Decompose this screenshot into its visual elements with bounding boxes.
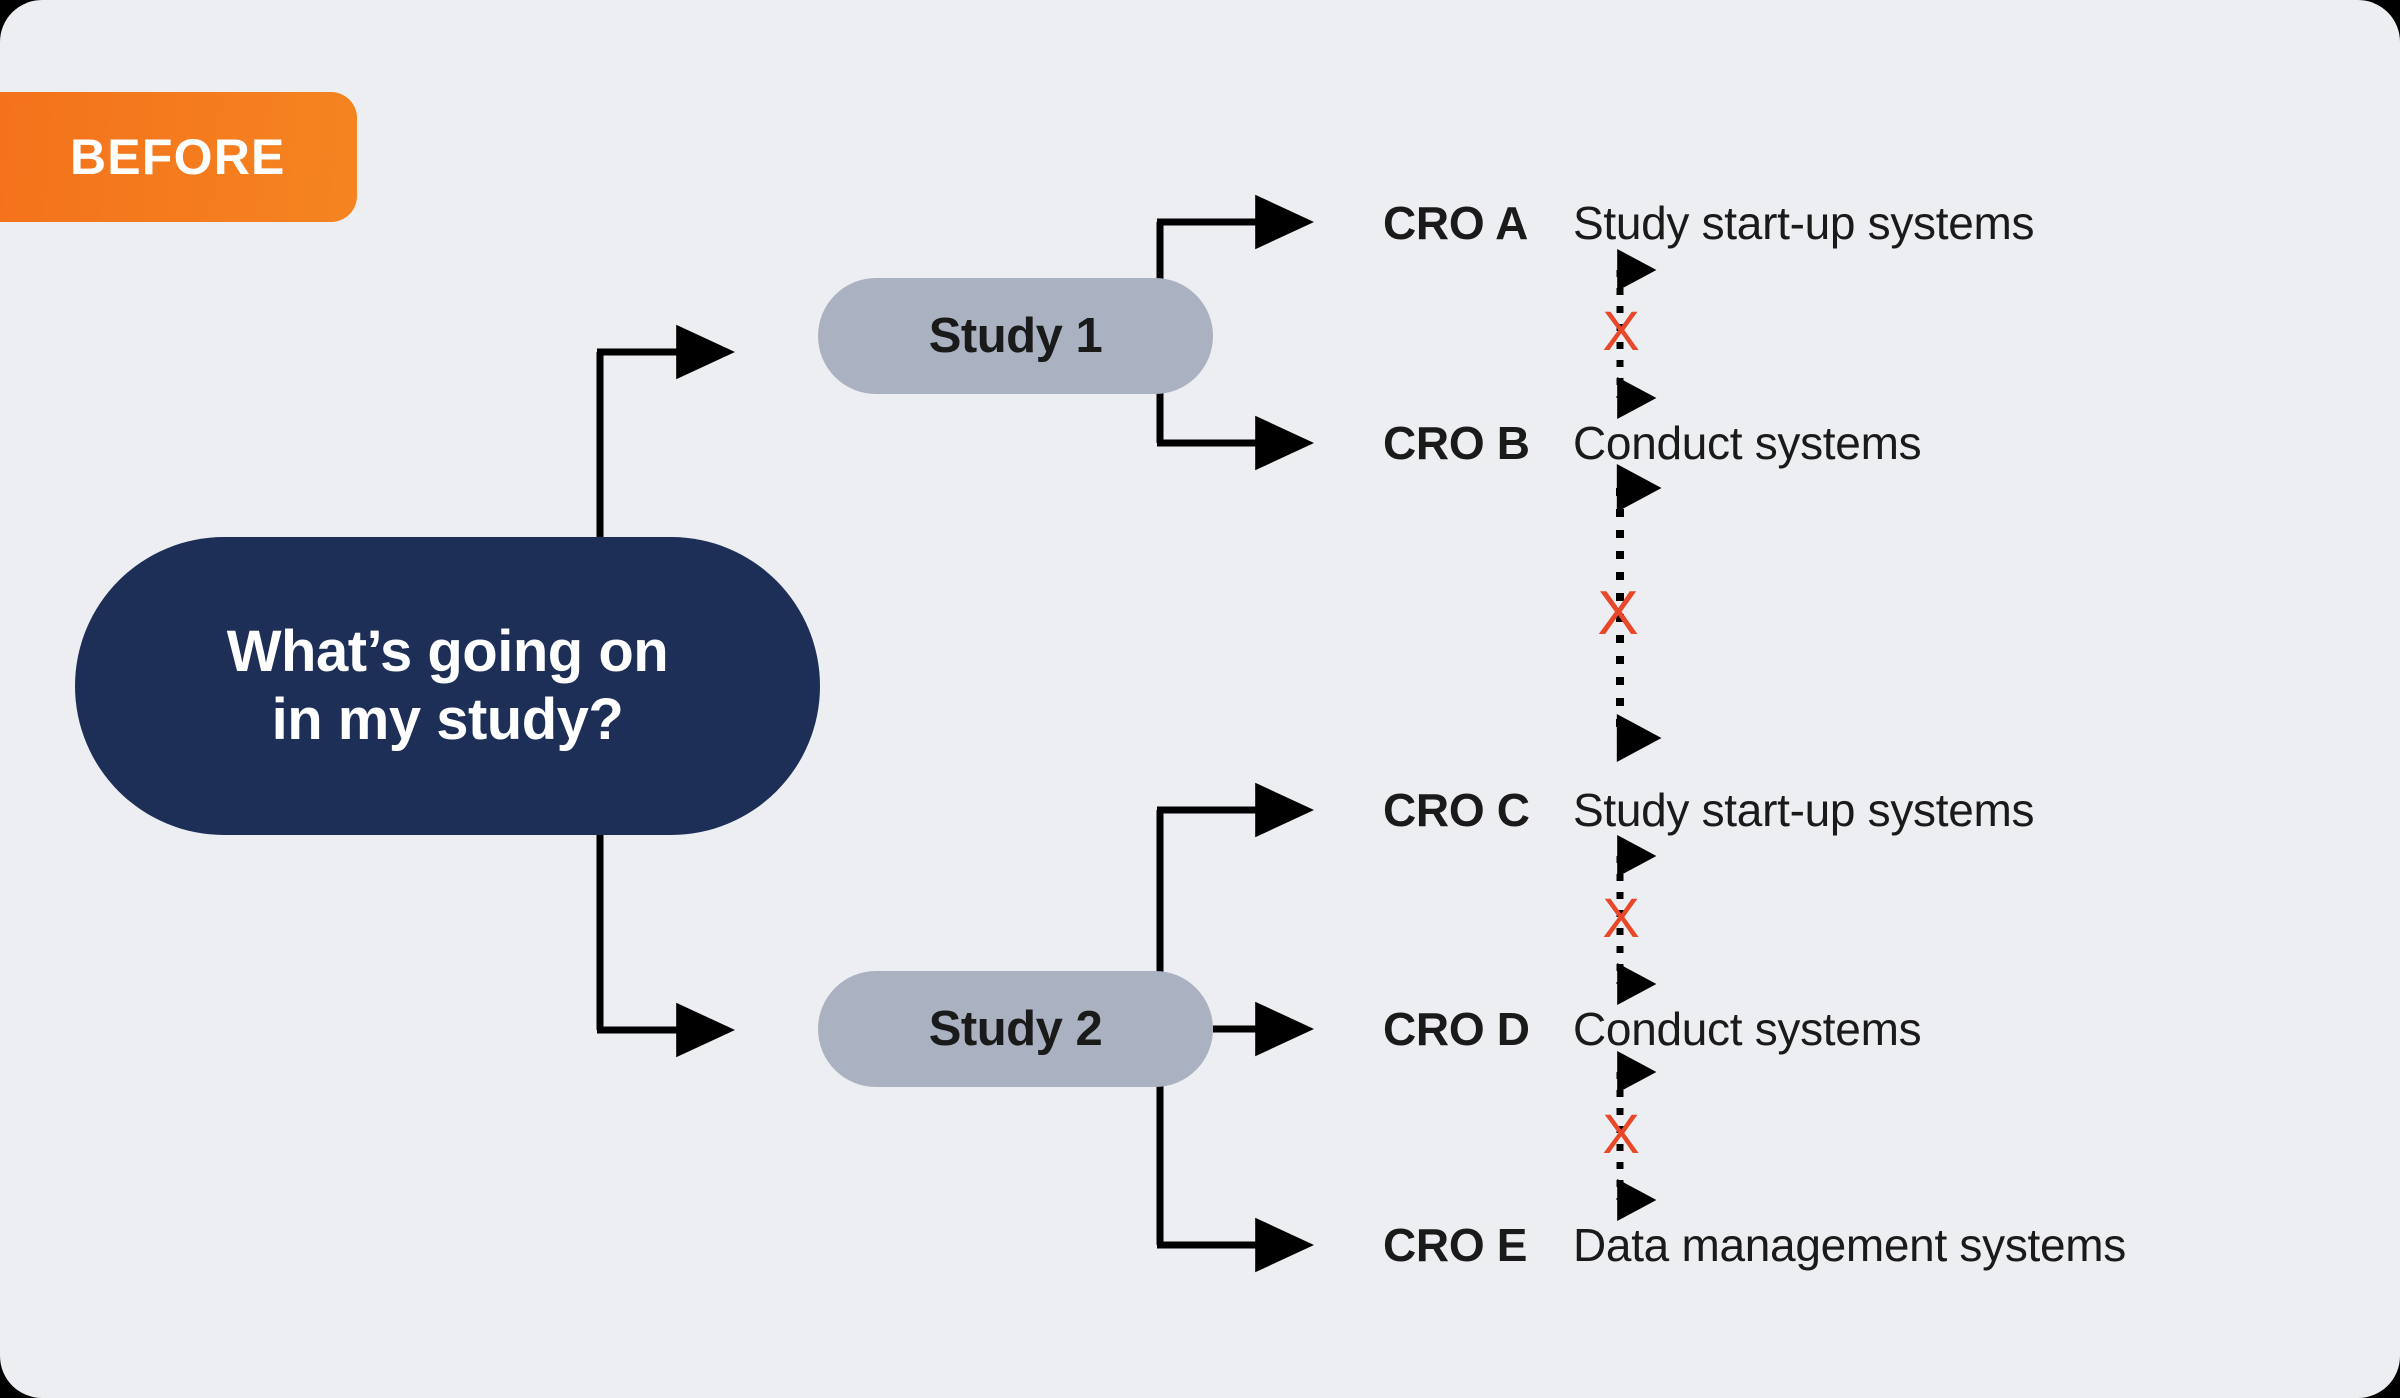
cro-row-d: CRO D Conduct systems	[1383, 994, 1922, 1064]
study-pill-1-label: Study 1	[928, 309, 1103, 363]
wire-root-to-study1	[596, 324, 735, 560]
cro-code-c: CRO C	[1383, 784, 1530, 836]
study-pill-1[interactable]: Study 1	[818, 278, 1213, 394]
cro-row-b: CRO B Conduct systems	[1383, 408, 1922, 478]
disconnect-x-c-d: X	[1602, 886, 1640, 949]
before-badge-label: BEFORE	[70, 129, 286, 185]
root-question-node[interactable]: What’s going on in my study?	[75, 537, 820, 835]
disconnect-x-b-c: X	[1597, 579, 1639, 648]
cro-description-c: Study start-up systems	[1573, 784, 2035, 836]
study-pill-2[interactable]: Study 2	[818, 971, 1213, 1087]
cro-code-e: CRO E	[1383, 1219, 1528, 1271]
cro-description-d: Conduct systems	[1573, 1003, 1922, 1055]
cro-description-b: Conduct systems	[1573, 417, 1922, 469]
cro-row-e: CRO E Data management systems	[1383, 1210, 2126, 1280]
before-badge: BEFORE	[0, 92, 357, 222]
root-question-label: What’s going on in my study?	[226, 618, 669, 752]
cro-row-a: CRO A Study start-up systems	[1383, 188, 2035, 258]
cro-row-c: CRO C Study start-up systems	[1383, 775, 2035, 845]
study-pill-2-label: Study 2	[928, 1002, 1103, 1056]
cro-code-b: CRO B	[1383, 417, 1530, 469]
cro-description-a: Study start-up systems	[1573, 197, 2035, 249]
disconnect-x-d-e: X	[1602, 1102, 1640, 1165]
disconnect-x-a-b: X	[1602, 299, 1640, 362]
cro-description-e: Data management systems	[1573, 1219, 2127, 1271]
cro-code-d: CRO D	[1383, 1003, 1530, 1055]
wire-root-to-study2	[596, 812, 735, 1058]
cro-code-a: CRO A	[1383, 197, 1529, 249]
